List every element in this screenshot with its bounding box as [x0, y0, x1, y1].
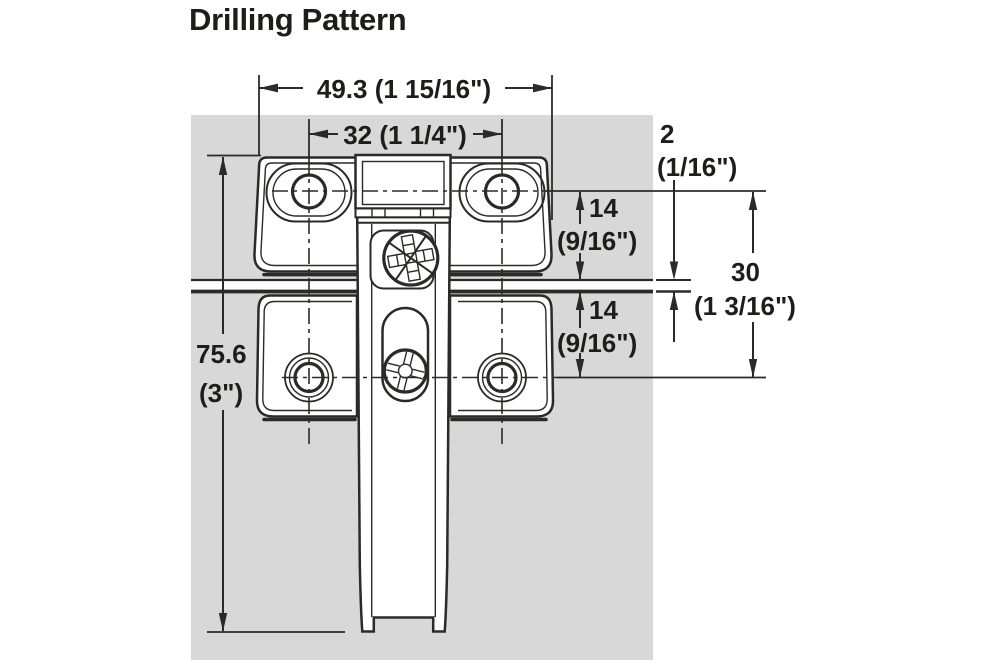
dimension-hole-spacing-label: 32 (1 1/4")	[343, 120, 467, 150]
upper-plate-inner-line	[260, 162, 546, 267]
knuckle-tick-left	[371, 207, 386, 219]
screw-phillips-pattern-icon	[386, 351, 425, 391]
dimension-span-in-label: (1 3/16")	[694, 291, 796, 321]
knuckle-tick-right	[419, 207, 435, 219]
dimension-gap-mm-label: 2	[660, 119, 674, 149]
cam-pozidriv-pattern-icon	[386, 234, 435, 282]
dimension-height-in-label: (3")	[199, 378, 243, 408]
dimension-offset-top: 14 (9/16")	[557, 191, 637, 280]
dimension-gap-in-label: (1/16")	[657, 152, 737, 182]
dimension-offset-bottom-in-label: (9/16")	[557, 328, 637, 358]
hinge-cup-block	[354, 153, 452, 210]
dimension-panel-gap: 2 (1/16")	[657, 119, 737, 342]
lower-right-wing-inner-line	[458, 300, 548, 412]
lower-right-hole-ring-mid	[481, 357, 523, 398]
hinge-knuckle-band	[354, 207, 452, 219]
dimension-offset-bottom: 14 (9/16")	[557, 291, 637, 378]
lower-left-wing-outline	[255, 294, 359, 418]
dimension-height-mm-label: 75.6	[196, 339, 247, 369]
lower-right-wing-outline	[448, 294, 555, 418]
dimension-overall-width: 49.3 (1 15/16")	[259, 74, 552, 104]
dimension-width-outer-label: 49.3 (1 15/16")	[317, 74, 491, 104]
dimension-span-mm-label: 30	[731, 257, 760, 287]
dimension-span: 30 (1 3/16")	[694, 191, 796, 378]
dimension-hole-spacing: 32 (1 1/4")	[309, 120, 502, 150]
hinge-cup-block-inner	[361, 160, 445, 206]
dimension-offset-top-in-label: (9/16")	[557, 226, 637, 256]
dimension-offset-top-mm-label: 14	[589, 193, 618, 223]
page-title: Drilling Pattern	[189, 2, 407, 37]
dimension-overall-height: 75.6 (3")	[196, 156, 247, 632]
lower-left-wing-inner-line	[262, 300, 352, 412]
dimension-offset-bottom-mm-label: 14	[589, 295, 618, 325]
